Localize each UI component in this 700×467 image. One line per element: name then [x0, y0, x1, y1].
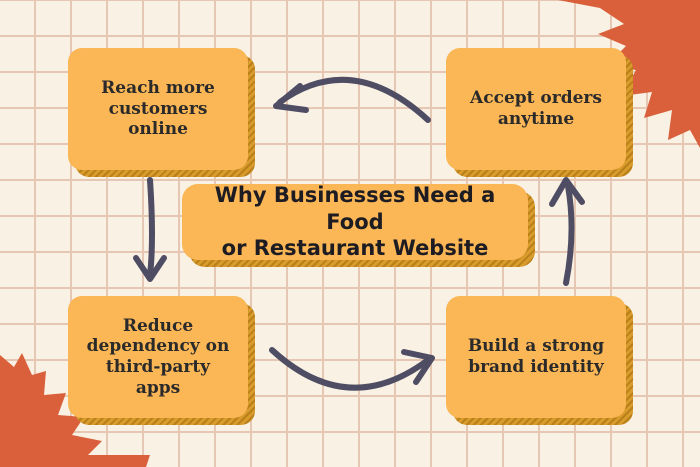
node-reduce-dependency: Reduce dependency on third-party apps: [68, 296, 255, 425]
node-label-line: Reduce: [122, 315, 194, 336]
node-build-brand: Build a strong brand identity: [446, 296, 633, 425]
title-line: or Restaurant Website: [221, 236, 489, 261]
card-face: Build a strong brand identity: [446, 296, 626, 418]
node-label-line: anytime: [497, 109, 575, 129]
node-label-line: Build a strong: [467, 336, 605, 357]
arrow-reduce-to-brand: [269, 347, 431, 391]
node-label-line: third-party apps: [105, 357, 211, 398]
title-face: Why Businesses Need a Food or Restaurant…: [182, 182, 528, 261]
arrow-reach-to-reduce: [147, 177, 155, 278]
bottom-left-leaf: [0, 353, 150, 467]
node-label-line: dependency on: [86, 336, 230, 357]
node-label-line: Reach more: [101, 77, 215, 98]
arrow-reduce-to-brand-head: [401, 349, 435, 385]
top-right-leaf: [558, 0, 700, 148]
title-line: Why Businesses Need a Food: [214, 182, 496, 234]
node-reach-more-customers: Reach more customers online: [68, 48, 255, 177]
card-face: Reach more customers online: [68, 48, 248, 170]
node-label-line: brand identity: [468, 357, 604, 377]
node-accept-orders: Accept orders anytime: [446, 48, 633, 177]
diagram-title: Why Businesses Need a Food or Restaurant…: [182, 182, 535, 267]
arrow-brand-to-accept-head: [549, 177, 585, 207]
arrow-brand-to-accept: [563, 183, 575, 286]
card-face: Accept orders anytime: [446, 48, 626, 170]
card-face: Reduce dependency on third-party apps: [68, 296, 248, 418]
node-label-line: customers online: [108, 98, 208, 140]
arrow-reach-to-reduce-head: [133, 255, 167, 282]
node-label-line: Accept orders: [470, 88, 602, 109]
arrow-accept-to-reach-head: [273, 83, 309, 113]
